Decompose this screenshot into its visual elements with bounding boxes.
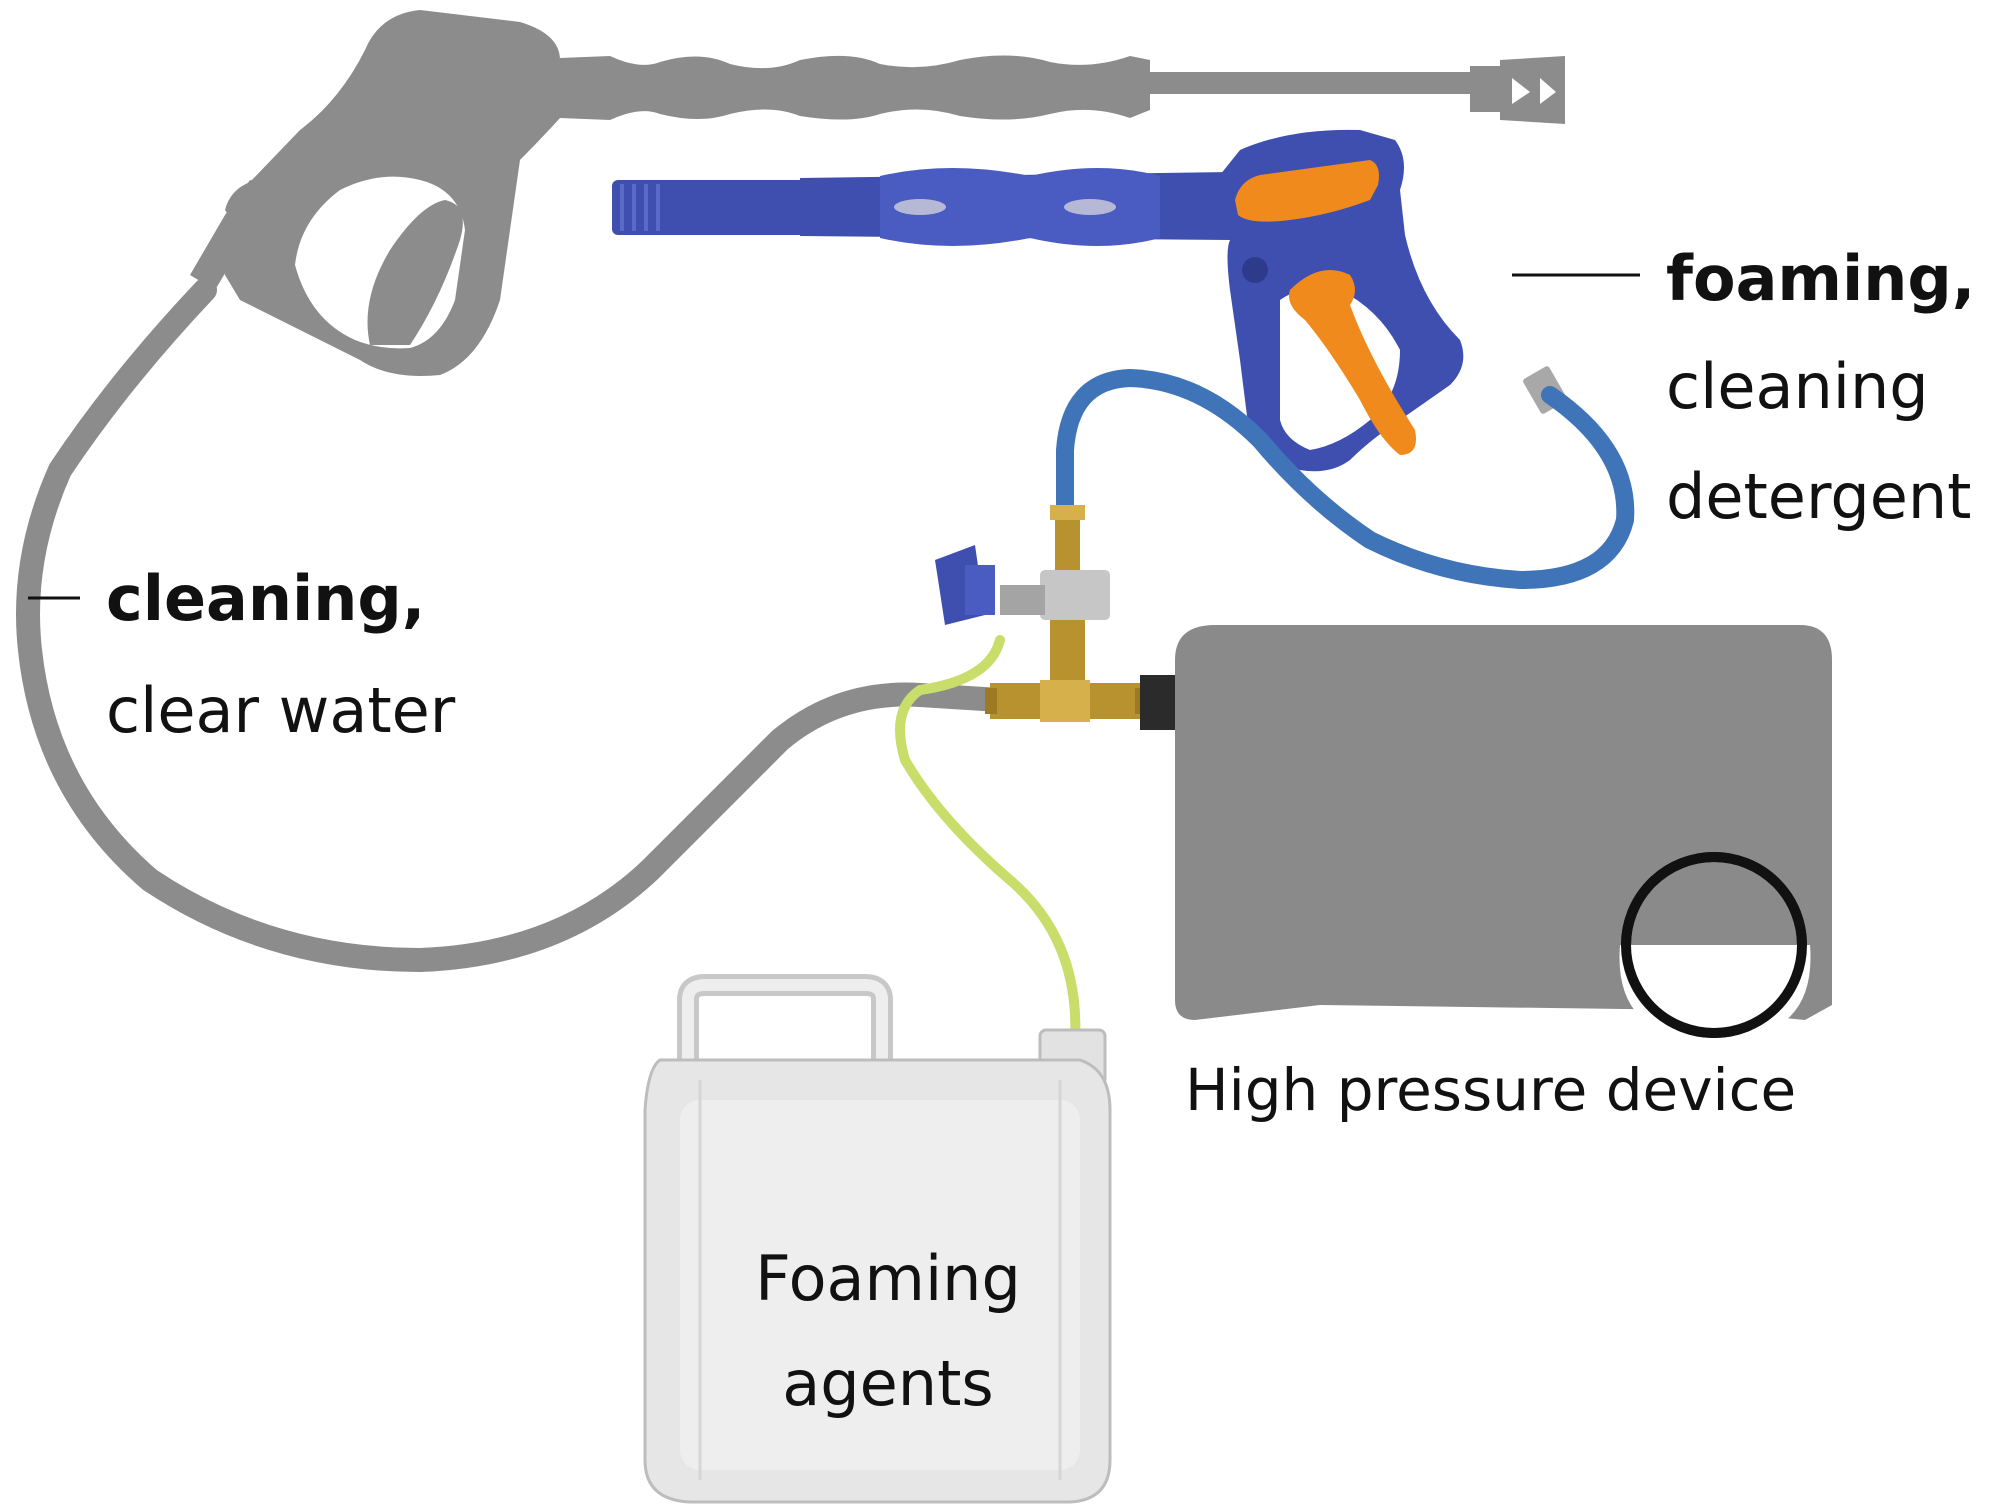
- right-label-normal-2: detergent: [1666, 460, 1971, 533]
- gray-spray-gun-icon: [190, 10, 1565, 376]
- foam-agent-tube: [895, 635, 1081, 1045]
- foam-hose: [1056, 368, 1635, 590]
- right-label-bold: foaming,: [1666, 242, 1975, 315]
- canister-icon: [643, 974, 1112, 1504]
- right-label-normal-1: cleaning: [1666, 350, 1929, 423]
- left-label-normal: clear water: [106, 674, 456, 747]
- pressure-washer-icon: [1175, 625, 1832, 1038]
- container-label-1: Foaming: [755, 1242, 1021, 1315]
- container-label-2: agents: [782, 1347, 993, 1420]
- valve-icon: [935, 505, 1175, 730]
- device-label: High pressure device: [1185, 1056, 1796, 1124]
- blue-foam-gun-icon: [612, 129, 1567, 472]
- left-label-bold: cleaning,: [106, 562, 425, 635]
- clear-water-hose: [16, 278, 1012, 973]
